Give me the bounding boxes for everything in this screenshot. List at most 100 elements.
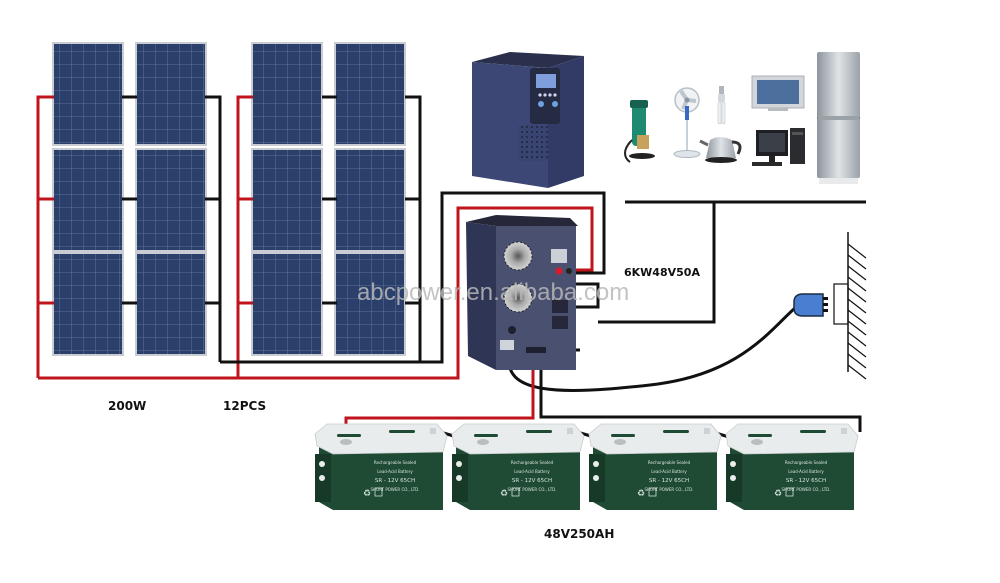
battery-label-text: Rechargeable Sealed: [511, 460, 554, 465]
indicator-led: [543, 93, 547, 97]
ac-outlet-icon: [552, 316, 568, 329]
power-switch-icon: [508, 326, 516, 334]
vent-grill: [518, 125, 548, 161]
series-link-right: [322, 95, 337, 305]
battery-label-text: SR - 12V 65CH: [375, 478, 415, 484]
solar-panel-icon: [253, 150, 321, 250]
battery-negative-wire: [539, 350, 862, 432]
battery-label-text: Rechargeable Sealed: [374, 460, 417, 465]
power-plug-icon: [793, 293, 824, 317]
grid-input-port: [500, 340, 514, 350]
no-trash-icon: [648, 487, 657, 497]
battery-label-text: SR - 12V 65CH: [512, 478, 552, 484]
solar-panel-icon: [253, 44, 321, 144]
wall-hatch-line: [847, 298, 867, 314]
wall-hatching: [847, 243, 867, 380]
cooling-fan-icon: [504, 284, 532, 312]
pv-positive-to-inverter: [38, 206, 594, 380]
battery-label-text: Lead-Acid Battery: [788, 469, 824, 474]
battery-label-text: SHORT POWER CO., LTD.: [507, 487, 556, 492]
battery-icon: [314, 423, 448, 510]
wall-hatch-line: [847, 309, 867, 325]
positive-terminal-icon: [555, 267, 563, 275]
battery-label-text: Rechargeable Sealed: [785, 460, 828, 465]
panel-count-label: 12PCS: [223, 399, 266, 413]
wall-hatch-line: [847, 364, 867, 380]
wall-hatch-line: [847, 265, 867, 281]
wall-hatch-line: [847, 342, 867, 358]
positive-wire-left-group: [36, 95, 54, 378]
inverter-rating-label: 6KW48V50A: [624, 266, 700, 279]
battery-label-text: SR - 12V 65CH: [649, 478, 689, 484]
negative-wire-left-group: [205, 95, 222, 362]
no-trash-icon: [374, 487, 383, 497]
battery-bank-label: 48V250AH: [544, 527, 614, 541]
solar-panel-icon: [336, 44, 404, 144]
negative-wire-right-group: [405, 95, 422, 362]
solar-panel-icon: [253, 254, 321, 354]
battery-icon: [588, 423, 722, 510]
recycle-icon: ♻: [774, 488, 782, 498]
solar-panel-icon: [54, 44, 122, 144]
inverter: [466, 215, 578, 370]
wall-hatch-line: [847, 254, 867, 270]
standing-fan-icon: [673, 87, 701, 158]
wall-hatch-line: [847, 243, 867, 259]
wall-hatch-line: [847, 331, 867, 347]
lcd-display-icon: [536, 74, 556, 88]
indicator-led: [553, 93, 557, 97]
charge-controller: [472, 52, 584, 188]
cooling-fan-icon: [504, 242, 532, 270]
desktop-computer-icon: [752, 128, 805, 166]
cfl-bulb-icon: [717, 86, 726, 125]
electric-kettle-icon: [699, 137, 742, 163]
recycle-icon: ♻: [500, 488, 508, 498]
control-button: [552, 101, 558, 107]
solar-panel-icon: [54, 254, 122, 354]
plug-prong: [823, 303, 828, 306]
plug-prong: [823, 309, 828, 312]
no-trash-icon: [511, 487, 520, 497]
battery-label-text: Rechargeable Sealed: [648, 460, 691, 465]
wall-hatch-line: [847, 276, 867, 292]
battery-label-text: Lead-Acid Battery: [651, 469, 687, 474]
pv-negative-to-inverter: [220, 191, 606, 364]
positive-wire-right-group: [236, 95, 253, 378]
control-button: [538, 101, 544, 107]
solar-panel-icon: [137, 44, 205, 144]
indicator-led: [538, 93, 542, 97]
battery-icon: [725, 423, 859, 510]
battery-label-text: SHORT POWER CO., LTD.: [644, 487, 693, 492]
recycle-icon: ♻: [637, 488, 645, 498]
ac-output-to-loads: [574, 200, 866, 324]
battery-label-text: SR - 12V 65CH: [786, 478, 826, 484]
solar-array: [52, 42, 406, 356]
solar-panel-icon: [54, 150, 122, 250]
wall-hatch-line: [847, 287, 867, 303]
wall-socket-icon: [833, 283, 849, 325]
appliances: [624, 52, 860, 184]
grid-connection: [793, 232, 867, 380]
battery-terminal-block: [526, 347, 546, 353]
solar-panel-icon: [137, 254, 205, 354]
battery-label-text: Lead-Acid Battery: [377, 469, 413, 474]
lcd-tv-icon: [751, 75, 805, 111]
battery-icon: [451, 423, 585, 510]
no-trash-icon: [785, 487, 794, 497]
ac-outlet-icon: [552, 300, 568, 313]
plug-prong: [823, 297, 828, 300]
panel-power-label: 200W: [108, 399, 146, 413]
refrigerator-icon: [817, 52, 860, 184]
battery-label-text: Lead-Acid Battery: [514, 469, 550, 474]
wall-hatch-line: [847, 320, 867, 336]
solar-panel-icon: [137, 150, 205, 250]
negative-terminal-icon: [566, 268, 572, 274]
indicator-led: [548, 93, 552, 97]
solar-panel-icon: [336, 150, 404, 250]
battery-label-text: SHORT POWER CO., LTD.: [370, 487, 419, 492]
watermark: abcpower.en.alibaba.com: [357, 279, 629, 306]
recycle-icon: ♻: [363, 488, 371, 498]
solar-panel-icon: [336, 254, 404, 354]
